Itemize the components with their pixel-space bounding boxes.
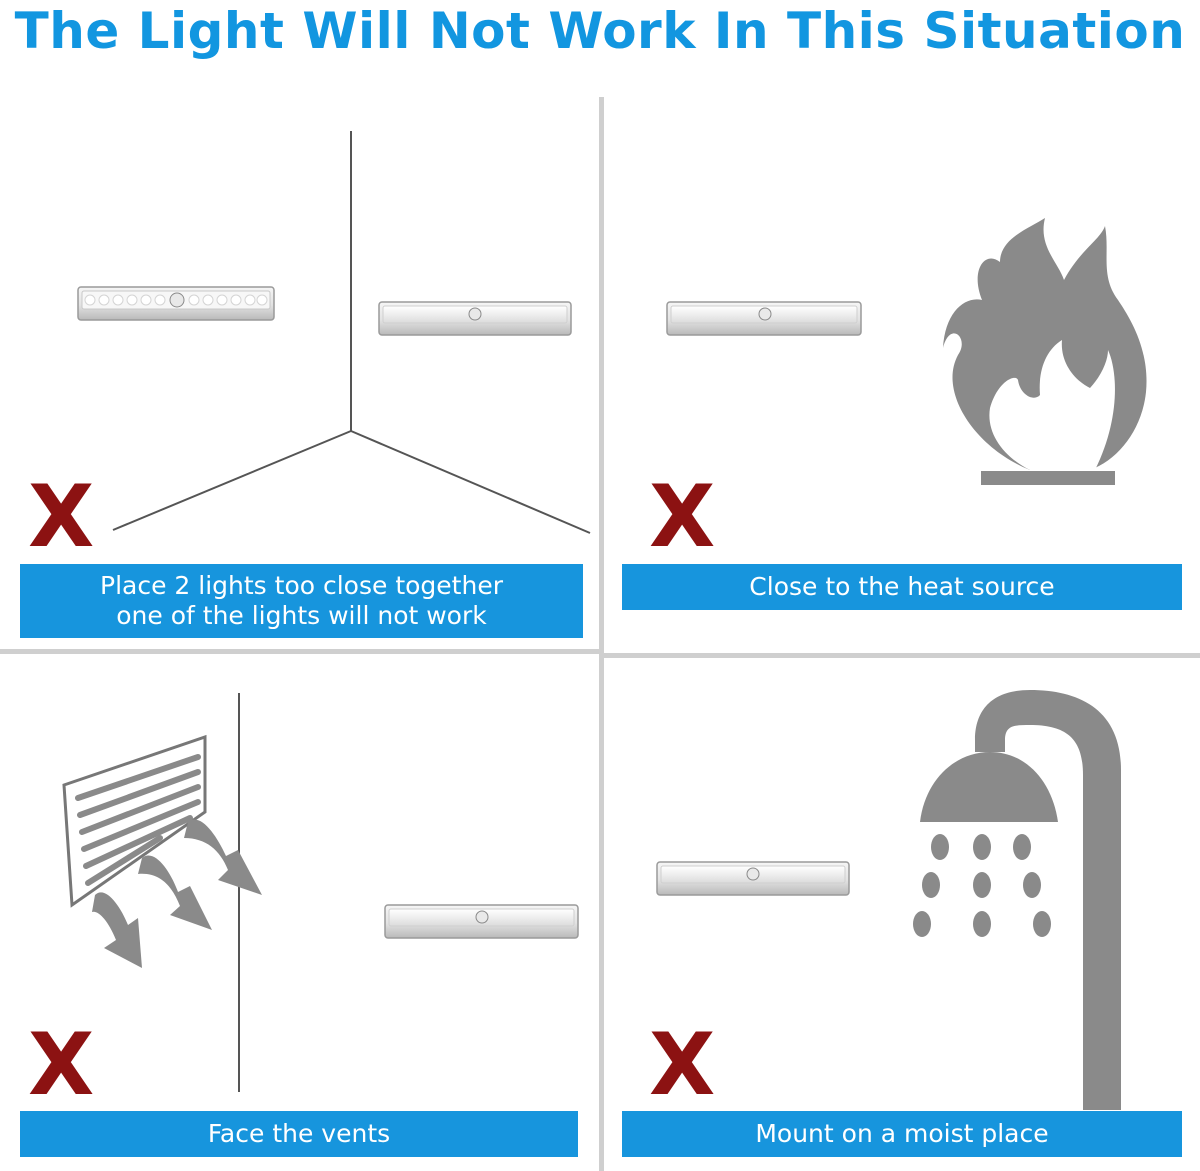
vent-icon <box>62 734 262 968</box>
shower-icon <box>913 690 1121 1110</box>
caption-text: Close to the heat source <box>749 572 1055 601</box>
horizontal-divider-right <box>604 653 1200 658</box>
page-title: The Light Will Not Work In This Situatio… <box>14 2 1186 60</box>
vertical-divider <box>599 97 604 1171</box>
caption-banner: Close to the heat source <box>622 564 1182 610</box>
fire-icon <box>943 218 1147 485</box>
x-mark: X <box>649 467 716 567</box>
light-bar-lit <box>77 286 275 321</box>
caption-banner: Place 2 lights too close together one of… <box>20 564 583 638</box>
room-corner-lines <box>112 131 591 534</box>
x-mark: X <box>28 1015 95 1115</box>
light-bar <box>378 301 572 336</box>
light-bar <box>656 861 850 896</box>
caption-text: Face the vents <box>207 1119 391 1148</box>
x-mark: X <box>28 467 95 567</box>
caption-text: Place 2 lights too close together one of… <box>100 571 503 630</box>
caption-text: Mount on a moist place <box>755 1119 1049 1148</box>
light-bar <box>666 301 862 336</box>
caption-banner: Mount on a moist place <box>622 1111 1182 1157</box>
horizontal-divider-left <box>0 649 599 654</box>
x-mark: X <box>649 1015 716 1115</box>
light-bar <box>384 904 579 939</box>
caption-banner: Face the vents <box>20 1111 578 1157</box>
